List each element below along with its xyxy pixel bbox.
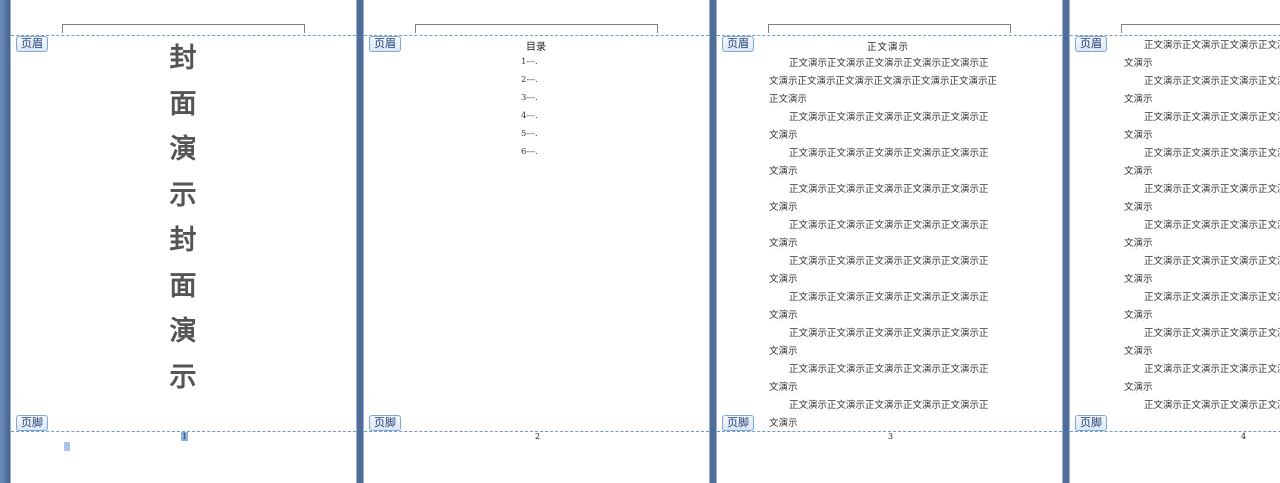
page-body-4[interactable]: 页眉 页脚 正文演示正文演示正文演示正文演示正文演示正 文演示 正文演示正文演示… xyxy=(1069,0,1280,483)
body-line: 文演示 xyxy=(1124,58,1153,69)
body-line: 正文演示正文演示正文演示正文演示正文演示正 xyxy=(789,148,989,159)
cover-char: 封 xyxy=(169,225,197,256)
footer-boundary xyxy=(1070,431,1280,432)
body-line: 文演示 xyxy=(1124,310,1153,321)
body-line: 正文演示正文演示正文演示正文演示正文演示正 xyxy=(1144,112,1280,123)
cover-char: 示 xyxy=(169,361,197,393)
body-line: 文演示 xyxy=(1124,382,1153,393)
body-line: 正文演示正文演示正文演示正文演示正文演示正 xyxy=(789,364,989,375)
body-line: 正文演示正文演示正文演示正文演示正文演示正 xyxy=(1144,40,1280,51)
body-line: 文演示 xyxy=(769,346,798,357)
body-line: 正文演示正文演示正文演示正文演示正文演示正 xyxy=(1144,184,1280,195)
header-tag[interactable]: 页眉 xyxy=(722,36,754,52)
header-margin-mark xyxy=(1121,24,1280,33)
toc-item[interactable]: 3---. xyxy=(521,93,538,103)
page-cover[interactable]: 页眉 页脚 封 面 演 示 封 面 演 示 1 xyxy=(10,0,357,483)
footer-tag[interactable]: 页脚 xyxy=(1075,415,1107,431)
header-tag[interactable]: 页眉 xyxy=(16,36,48,52)
body-line: 文演示 xyxy=(769,382,798,393)
body-line: 正文演示正文演示正文演示正文演示正文演示正 xyxy=(789,256,989,267)
page-body-3[interactable]: 页眉 页脚 正文演示 正文演示正文演示正文演示正文演示正文演示正 文演示正文演示… xyxy=(716,0,1063,483)
header-boundary xyxy=(364,35,709,36)
body-line: 正文演示正文演示正文演示正文演示正文演示正 xyxy=(789,400,989,411)
body-line: 文演示 xyxy=(1124,238,1153,249)
body-line: 文演示 xyxy=(769,202,798,213)
footer-boundary xyxy=(364,431,709,432)
body-line: 正文演示正文演示正文演示正文演示正文演示正 xyxy=(1144,400,1280,411)
header-margin-mark xyxy=(62,24,305,33)
toc-item[interactable]: 6---. xyxy=(521,147,538,157)
body-line: 正文演示正文演示正文演示正文演示正文演示正 xyxy=(1144,328,1280,339)
body-line: 正文演示正文演示正文演示正文演示正文演示正 xyxy=(789,112,989,123)
workspace-edge xyxy=(0,0,12,483)
toc-title: 目录 xyxy=(526,42,546,53)
page-number: 4 xyxy=(1241,432,1247,441)
cover-char: 面 xyxy=(169,270,197,302)
header-boundary xyxy=(11,35,356,36)
header-margin-mark xyxy=(415,24,658,33)
body-line: 正文演示正文演示正文演示正文演示正文演示正 xyxy=(789,58,989,69)
cover-char: 封 xyxy=(169,43,197,74)
cover-char: 演 xyxy=(169,134,197,165)
footer-boundary xyxy=(11,431,356,432)
body-line: 文演示 xyxy=(769,274,798,285)
footer-tag[interactable]: 页脚 xyxy=(369,415,401,431)
footer-tag[interactable]: 页脚 xyxy=(722,415,754,431)
toc-item[interactable]: 2---. xyxy=(521,75,538,85)
body-line: 正文演示正文演示正文演示正文演示正文演示正 xyxy=(1144,220,1280,231)
header-margin-mark xyxy=(768,24,1011,33)
cover-char: 演 xyxy=(169,316,197,347)
body-line: 正文演示正文演示正文演示正文演示正文演示正 xyxy=(1144,364,1280,375)
body-title: 正文演示 xyxy=(867,42,910,53)
body-line: 正文演示正文演示正文演示正文演示正文演示正 xyxy=(1144,148,1280,159)
cover-title: 封 面 演 示 封 面 演 示 xyxy=(168,36,198,400)
body-line: 正文演示正文演示正文演示正文演示正文演示正 xyxy=(789,292,989,303)
header-tag[interactable]: 页眉 xyxy=(1075,36,1107,52)
toc-item[interactable]: 5---. xyxy=(521,129,538,139)
cover-char: 示 xyxy=(169,179,197,211)
body-line: 正文演示 xyxy=(769,94,808,105)
body-line: 文演示 xyxy=(769,418,798,429)
body-line: 正文演示正文演示正文演示正文演示正文演示正 xyxy=(789,184,989,195)
toc-item[interactable]: 1---. xyxy=(521,57,538,67)
page-number: 1 xyxy=(182,432,188,441)
body-line: 文演示 xyxy=(769,310,798,321)
body-line: 文演示 xyxy=(1124,130,1153,141)
body-line: 文演示 xyxy=(1124,166,1153,177)
page-number-selection xyxy=(181,432,188,441)
body-line: 文演示 xyxy=(1124,202,1153,213)
body-line: 文演示 xyxy=(1124,94,1153,105)
cover-char: 面 xyxy=(169,88,197,120)
body-line: 文演示 xyxy=(1124,346,1153,357)
body-line: 文演示 xyxy=(769,130,798,141)
footer-tag[interactable]: 页脚 xyxy=(16,415,48,431)
footer-boundary xyxy=(717,431,1062,432)
toc-item[interactable]: 4---. xyxy=(521,111,538,121)
body-line: 文演示 xyxy=(1124,274,1153,285)
page-number: 2 xyxy=(535,432,541,441)
text-cursor-marker xyxy=(64,442,70,451)
body-line: 文演示 xyxy=(769,166,798,177)
body-line: 正文演示正文演示正文演示正文演示正文演示正 xyxy=(789,328,989,339)
body-line: 正文演示正文演示正文演示正文演示正文演示正 xyxy=(1144,292,1280,303)
page-number: 3 xyxy=(888,432,894,441)
body-line: 正文演示正文演示正文演示正文演示正文演示正 xyxy=(1144,256,1280,267)
body-line: 正文演示正文演示正文演示正文演示正文演示正 xyxy=(789,220,989,231)
body-line: 文演示 xyxy=(769,238,798,249)
body-line: 正文演示正文演示正文演示正文演示正文演示正 xyxy=(1144,76,1280,87)
header-boundary xyxy=(717,35,1062,36)
page-toc[interactable]: 页眉 页脚 目录 1---. 2---. 3---. 4---. 5---. 6… xyxy=(363,0,710,483)
body-line: 文演示正文演示正文演示正文演示正文演示正文演示正 xyxy=(769,76,998,87)
header-boundary xyxy=(1070,35,1280,36)
header-tag[interactable]: 页眉 xyxy=(369,36,401,52)
